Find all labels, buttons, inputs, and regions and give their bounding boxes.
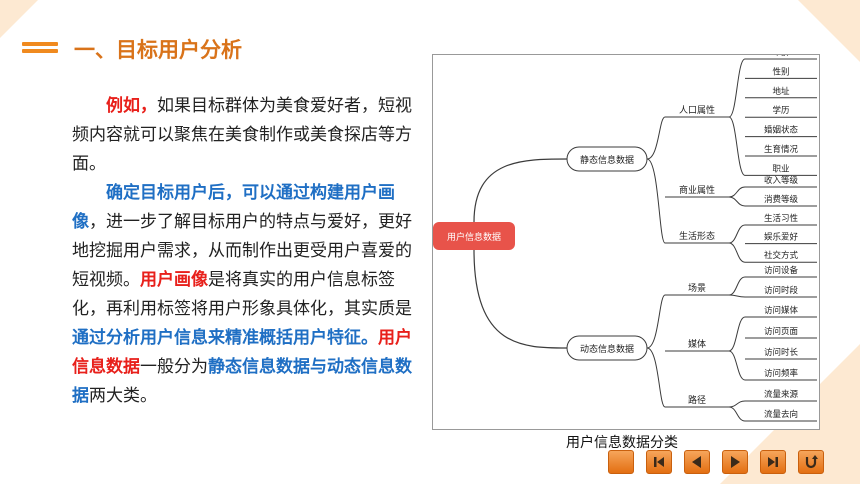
text-run: 静态信息数据与动态信息数据 bbox=[72, 357, 412, 406]
connector-line bbox=[728, 242, 746, 263]
return-button[interactable] bbox=[798, 450, 824, 474]
text-run: 如果目标群体为美食爱好者，短视频内容就可以聚焦在美食制作或美食探店等方面。 bbox=[72, 96, 412, 174]
first-page-button[interactable] bbox=[646, 450, 672, 474]
previous-icon bbox=[692, 456, 701, 468]
text-run: 通过分析用户信息来精准概括用户特征。 bbox=[72, 328, 378, 348]
text-run: 一般分为 bbox=[140, 357, 208, 377]
body-text: 例如，如果目标群体为美食爱好者，短视频内容就可以聚焦在美食制作或美食探店等方面。… bbox=[72, 92, 412, 411]
last-page-button[interactable] bbox=[760, 450, 786, 474]
connector-line bbox=[728, 294, 746, 298]
return-icon bbox=[805, 455, 818, 469]
item-label: 娱乐爱好 bbox=[764, 232, 799, 243]
connector-line bbox=[728, 406, 746, 422]
connector-line bbox=[646, 347, 666, 408]
item-label: 访问时段 bbox=[764, 285, 799, 296]
connector-line bbox=[728, 186, 746, 198]
item-label: 访问时长 bbox=[764, 347, 799, 358]
group-label: 人口属性 bbox=[679, 104, 715, 116]
item-label: 年龄 bbox=[772, 55, 790, 58]
connector-line bbox=[473, 249, 568, 349]
root-node bbox=[433, 222, 515, 250]
next-icon bbox=[731, 456, 740, 468]
text-run: 用户信息数据 bbox=[72, 328, 412, 377]
connector-line bbox=[728, 58, 746, 118]
item-label: 访问频率 bbox=[764, 368, 799, 379]
group-label: 场景 bbox=[688, 283, 706, 294]
mind-map-diagram: 用户信息数据 静态信息数据 人口属性 年龄性别地址学历婚姻状态生育情况职业商业属性 收入… bbox=[433, 55, 817, 422]
mind-map-figure: 用户信息数据 静态信息数据 人口属性 年龄性别地址学历婚姻状态生育情况职业商业属性 收入… bbox=[432, 54, 820, 430]
paragraph-user-profile: 确定目标用户后，可以通过构建用户画像，进一步了解目标用户的特点与爱好，更好地挖掘… bbox=[72, 179, 412, 411]
connector-line bbox=[728, 224, 746, 244]
connector-line bbox=[473, 158, 568, 223]
text-run: 例如， bbox=[106, 96, 157, 116]
item-label: 生活习性 bbox=[764, 213, 799, 224]
connector-line bbox=[728, 350, 746, 381]
item-label: 性别 bbox=[772, 66, 789, 77]
connector-line bbox=[646, 116, 666, 160]
skip-first-icon bbox=[654, 457, 664, 467]
figure-caption: 用户信息数据分类 bbox=[566, 435, 678, 451]
corner-decoration-top-left bbox=[0, 0, 38, 38]
item-label: 社交方式 bbox=[764, 250, 799, 261]
text-run: ，进一步了解目标用户的特点与爱好，更好地挖掘用户需求，从而制作出更受用户喜爱的短… bbox=[72, 212, 412, 290]
item-label: 生育情况 bbox=[764, 144, 799, 155]
square-icon bbox=[613, 454, 629, 470]
connector-line bbox=[728, 276, 746, 296]
paragraph-example: 例如，如果目标群体为美食爱好者，短视频内容就可以聚焦在美食制作或美食探店等方面。 bbox=[72, 92, 412, 179]
item-label: 消费等级 bbox=[764, 194, 799, 205]
item-label: 学历 bbox=[772, 105, 790, 116]
text-run: 两大类。 bbox=[89, 386, 157, 406]
connector-line bbox=[646, 294, 666, 349]
page-title: 一、目标用户分析 bbox=[74, 38, 242, 62]
connector-line bbox=[728, 196, 746, 207]
text-run: 是将真实的用户信息标签化，再利用标签将用户形象具体化，其实质是 bbox=[72, 270, 412, 319]
item-label: 访问设备 bbox=[764, 265, 799, 276]
static-data-node-label: 静态信息数据 bbox=[580, 154, 634, 166]
text-run: 用户画像 bbox=[140, 270, 208, 290]
item-label: 地址 bbox=[772, 86, 790, 97]
previous-page-button[interactable] bbox=[684, 450, 710, 474]
item-label: 流量去向 bbox=[764, 409, 798, 420]
connector-line bbox=[728, 400, 746, 408]
item-label: 职业 bbox=[772, 163, 789, 174]
connector-line bbox=[728, 316, 746, 352]
item-label: 婚姻状态 bbox=[764, 125, 799, 136]
next-page-button[interactable] bbox=[722, 450, 748, 474]
dynamic-data-node-label: 动态信息数据 bbox=[580, 343, 634, 355]
group-label: 媒体 bbox=[688, 338, 706, 350]
group-label: 生活形态 bbox=[679, 230, 715, 242]
group-label: 商业属性 bbox=[679, 184, 715, 196]
item-label: 收入等级 bbox=[764, 175, 799, 186]
corner-decoration-top-right bbox=[798, 0, 860, 62]
item-label: 访问页面 bbox=[764, 326, 799, 337]
group-label: 路径 bbox=[688, 394, 706, 406]
item-label: 访问媒体 bbox=[764, 305, 799, 316]
home-button[interactable] bbox=[608, 450, 634, 474]
root-node-label: 用户信息数据 bbox=[447, 231, 501, 243]
title-bar-icon bbox=[22, 42, 58, 56]
skip-last-icon bbox=[768, 457, 778, 467]
item-label: 流量来源 bbox=[764, 389, 799, 400]
connector-line bbox=[728, 116, 746, 176]
connector-line bbox=[646, 158, 666, 244]
text-run: 确定目标用户后，可以通过构建用户画像 bbox=[72, 183, 395, 232]
